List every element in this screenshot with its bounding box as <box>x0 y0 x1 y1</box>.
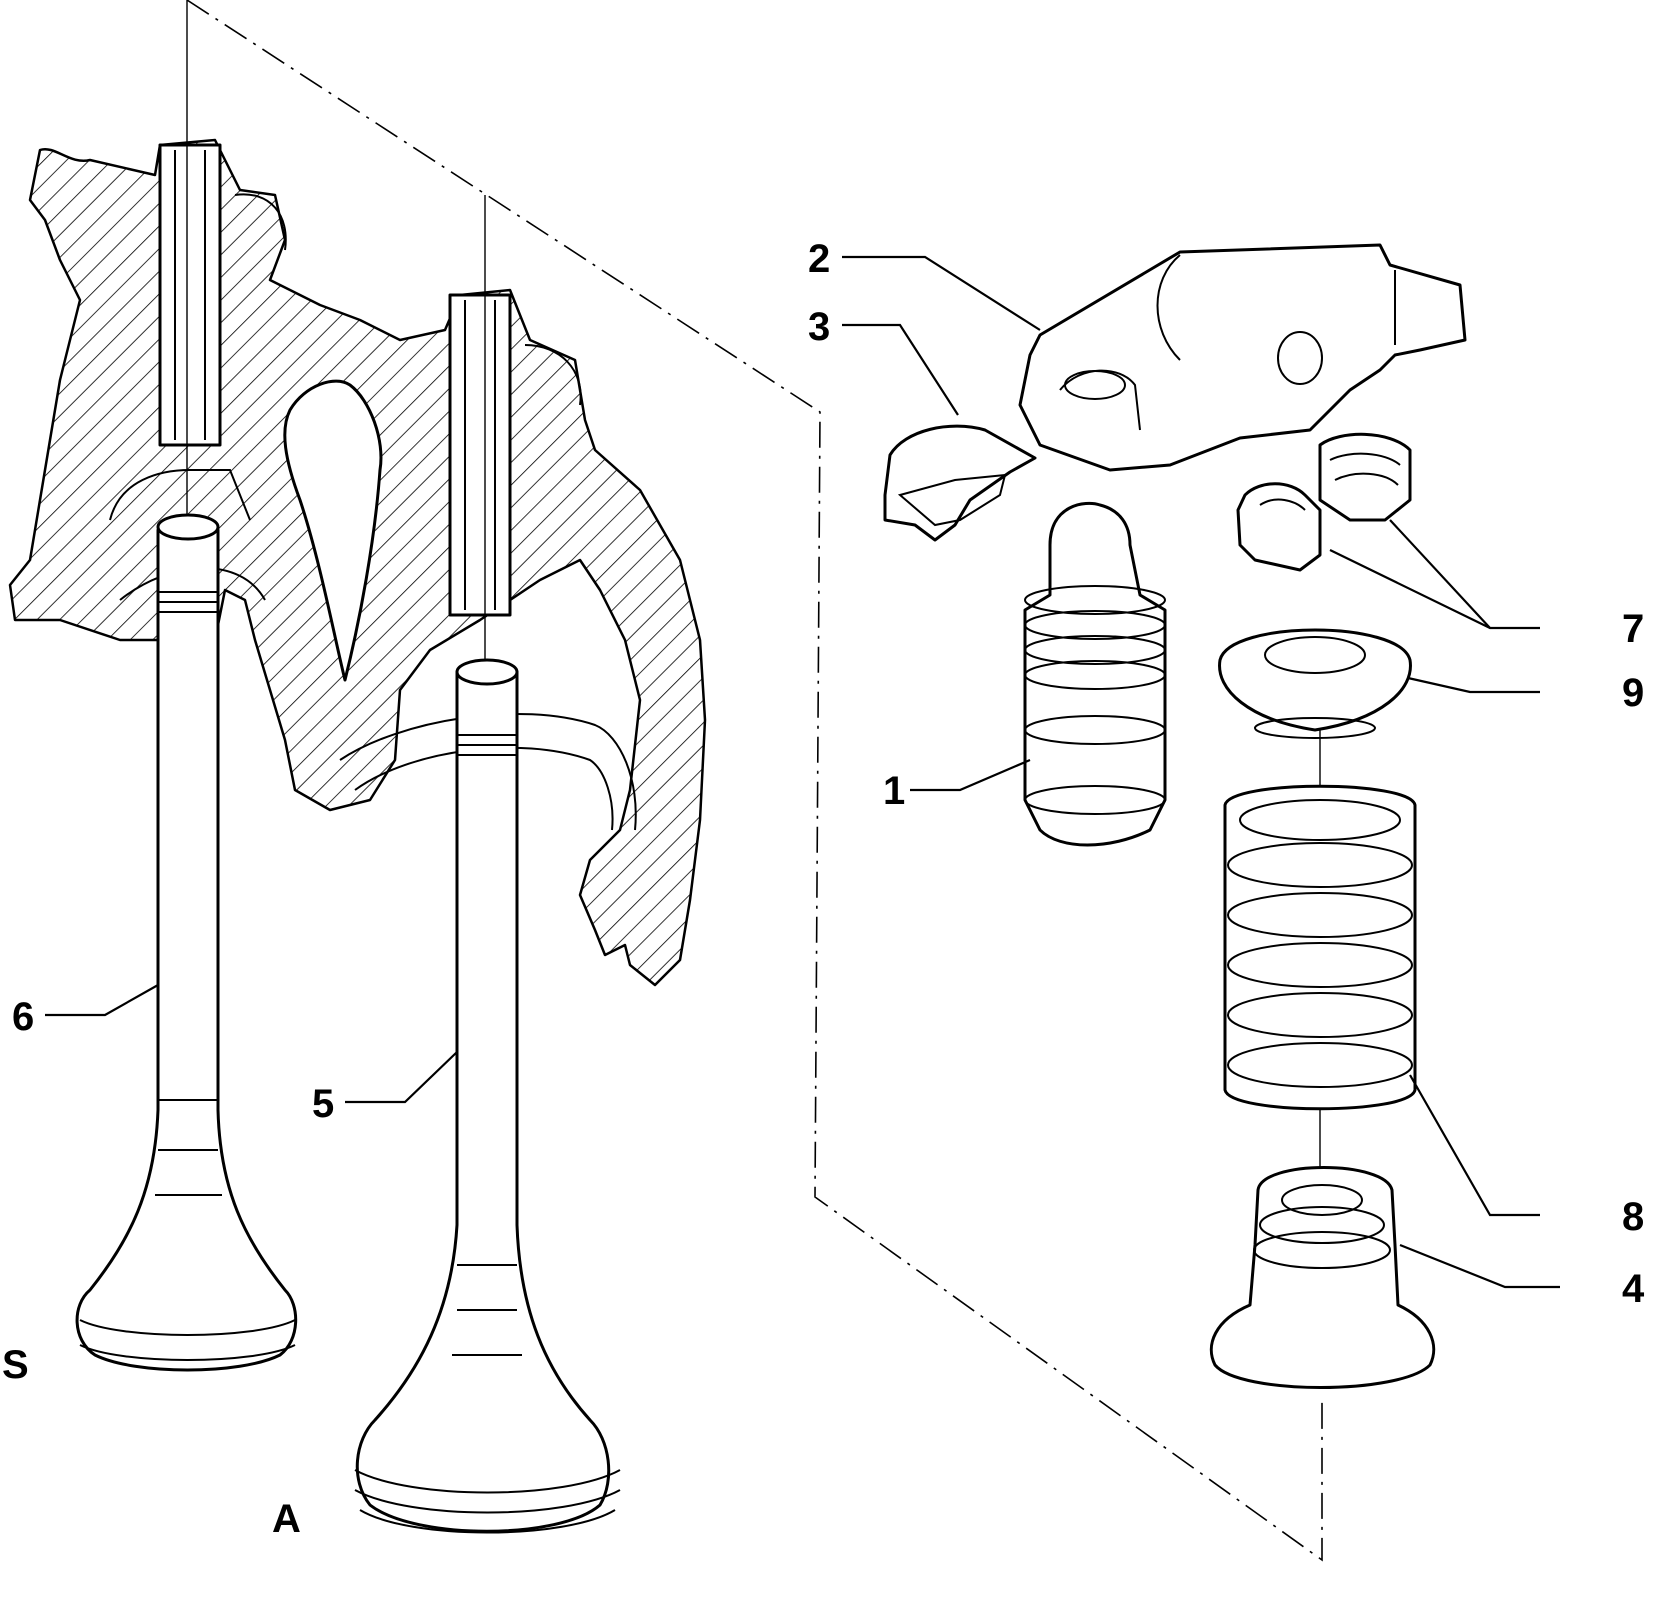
callout-1: 1 <box>883 769 905 813</box>
callout-8: 8 <box>1622 1195 1644 1239</box>
callout-3: 3 <box>808 305 830 349</box>
callout-labels: 1 2 3 4 5 6 7 8 9 S A <box>2 237 1645 1541</box>
callout-7: 7 <box>1622 607 1644 651</box>
hydraulic-tappet-1 <box>1023 501 1167 847</box>
callout-4: 4 <box>1622 1267 1645 1311</box>
callout-S: S <box>2 1343 29 1387</box>
spring-retainer-9 <box>1218 628 1412 739</box>
assembly-plane-lines <box>186 0 1323 1562</box>
cotters-7 <box>1236 432 1412 572</box>
valve-spring-8 <box>1223 784 1417 1111</box>
clip-3 <box>883 424 1037 542</box>
rocker-arm-2 <box>1018 243 1467 472</box>
valve-6 <box>75 513 298 1372</box>
callout-9: 9 <box>1622 671 1644 715</box>
valve-stem-seal-4 <box>1209 1166 1436 1389</box>
leader-lines <box>45 255 1560 1289</box>
callout-5: 5 <box>312 1082 334 1126</box>
cylinder-head-section <box>8 138 707 987</box>
callout-2: 2 <box>808 237 830 281</box>
callout-A: A <box>272 1497 301 1541</box>
callout-6: 6 <box>12 995 34 1039</box>
valve-5 <box>354 658 621 1534</box>
